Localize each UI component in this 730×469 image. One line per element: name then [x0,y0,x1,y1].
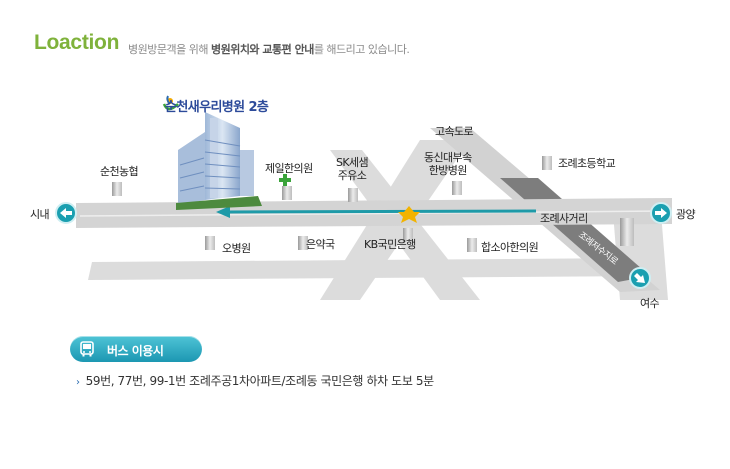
label-expressway: 고속도로 [435,125,474,138]
right-arrow-icon [650,202,672,224]
label-sk-gas-line2: 주유소 [337,169,367,182]
green-cross-icon [279,174,291,186]
bus-badge: 버스 이용시 [70,336,202,362]
left-arrow-icon [55,202,77,224]
subtitle-prefix: 병원방문객을 위해 [128,43,211,56]
bullet-arrow-icon: › [76,377,80,388]
label-sk-gas-line1: SK세샘 [336,156,369,169]
route-arrowhead [216,206,230,218]
label-dongsin-line2: 한방병원 [428,164,468,177]
label-city: 시내 [30,208,50,221]
page-title: Loaction [34,31,120,54]
hospital-name: 순천새우리병원 2층 [165,100,269,115]
label-jore-crossroad: 조례사거리 [540,212,588,225]
label-suncheon-nonghyup: 순천농협 [100,165,139,178]
bus-info: › 59번, 77번, 99-1번 조례주공1차아파트/조례동 국민은행 하차 도… [76,372,434,389]
label-euneakguk: 은약국 [306,238,335,251]
kb-marker-icon [398,206,420,223]
bus-label: 버스 이용시 [107,344,164,358]
page-subtitle: 병원방문객을 위해 병원위치와 교통편 안내를 해드리고 있습니다. [128,41,410,57]
label-hapso-clinic: 합소아한의원 [481,241,539,254]
route-line [227,209,537,214]
landmark-boxes [112,156,634,252]
label-jeil-clinic: 제일한의원 [265,162,313,175]
label-kb-bank: KB국민은행 [364,238,416,251]
subtitle-suffix: 를 해드리고 있습니다. [313,43,410,56]
label-obyeongwon: 오병원 [222,242,251,255]
label-yeosu: 여수 [640,297,660,310]
bus-icon [80,341,94,357]
label-jore-elementary: 조례초등학교 [558,157,616,170]
down-right-arrow-icon [629,267,651,289]
map-roads: 조례저수지로 [55,95,672,300]
hospital-logo-icon [162,95,179,111]
hospital-building [176,112,262,210]
subtitle-bold: 병원위치와 교통편 안내 [210,43,314,56]
label-dongsin-line1: 동신대부속 [424,151,472,164]
bus-info-text: 59번, 77번, 99-1번 조례주공1차아파트/조례동 국민은행 하차 도보… [85,374,435,388]
label-gwangyang: 광양 [676,208,696,221]
